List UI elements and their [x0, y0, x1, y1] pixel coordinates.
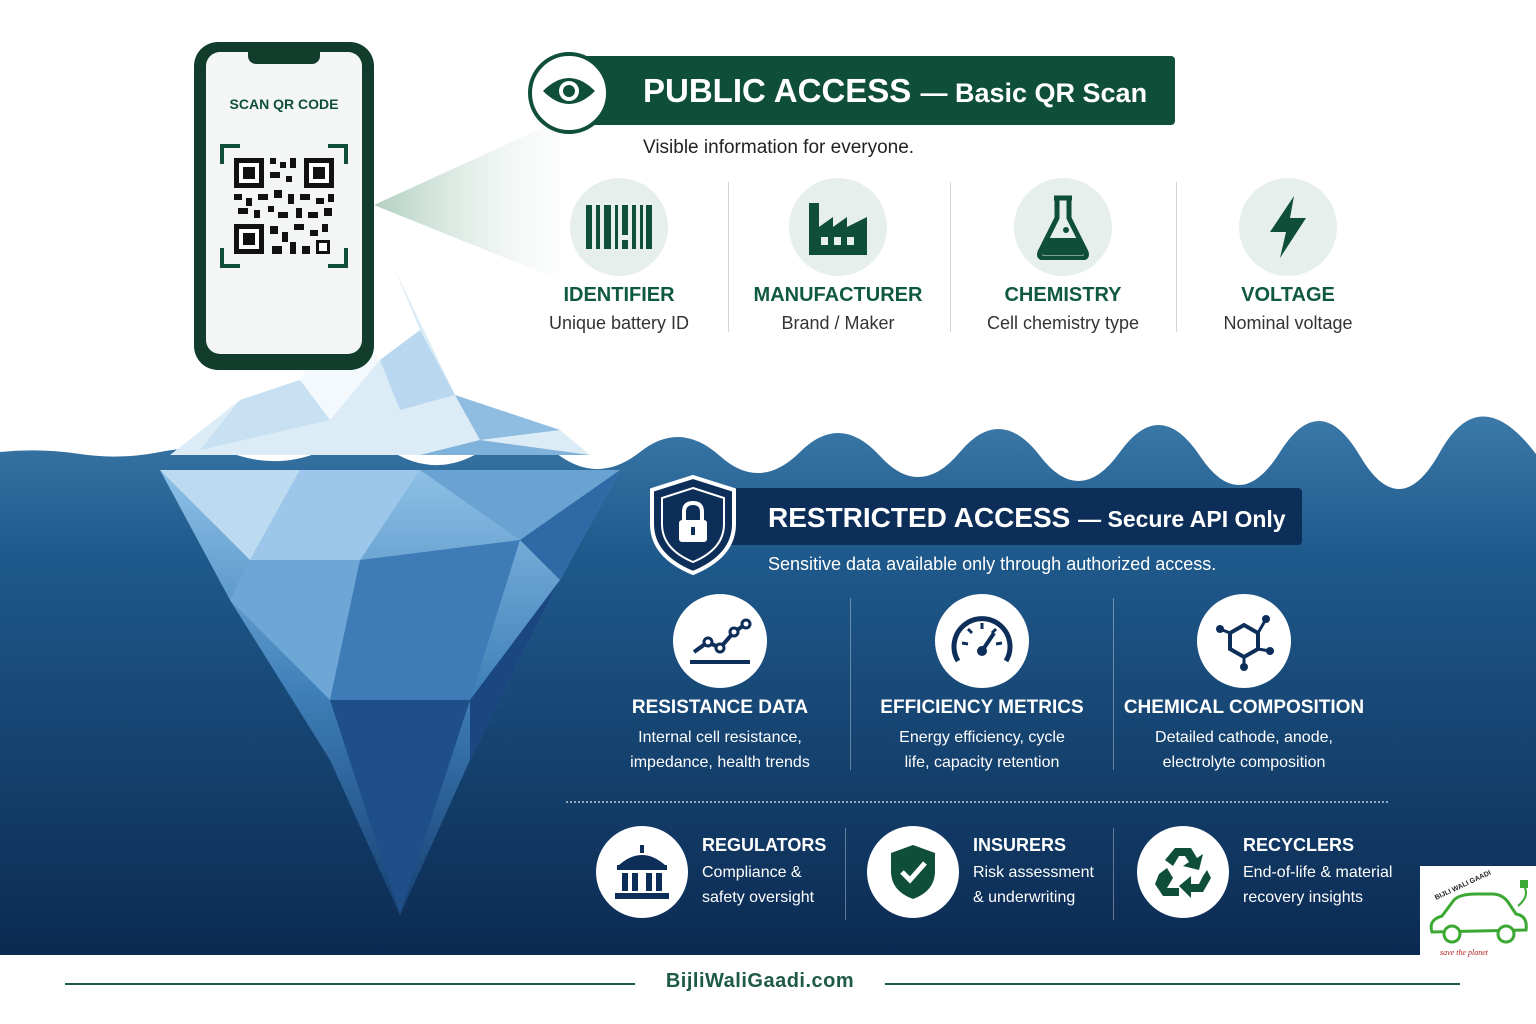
trend-chart-icon [673, 594, 767, 688]
restricted-item-desc: Energy efficiency, cycle life, capacity … [857, 725, 1107, 775]
stakeholder-title: INSURERS [973, 834, 1067, 855]
divider [728, 182, 729, 332]
phone-notch [248, 52, 320, 64]
iceberg-underwater [160, 470, 620, 915]
stakeholder-title: RECYCLERS [1243, 834, 1355, 855]
stakeholder-title: REGULATORS [702, 834, 827, 855]
public-access-title: PUBLIC ACCESS — Basic QR Scan [643, 66, 1147, 118]
electric-car-icon: BIJLI WALI GAADI save the planet [1429, 870, 1528, 957]
public-item-desc: Brand / Maker [781, 313, 895, 333]
government-building-icon [596, 826, 688, 918]
recycle-icon [1137, 826, 1229, 918]
stakeholder-regulators: REGULATORS Compliance & safety oversight [596, 826, 826, 918]
lightning-icon [1239, 178, 1337, 276]
desc-line: Compliance & [702, 863, 802, 881]
restricted-item-desc: Internal cell resistance, impedance, hea… [595, 725, 845, 775]
public-item-title: CHEMISTRY [1004, 284, 1122, 306]
shield-check-icon [867, 826, 959, 918]
stakeholder-insurers: INSURERS Risk assessment & underwriting [867, 826, 1094, 918]
public-access-description: Visible information for everyone. [643, 137, 915, 158]
brand-logo: BIJLI WALI GAADI save the planet [1420, 866, 1536, 962]
restricted-item-title: EFFICIENCY METRICS [880, 697, 1084, 718]
desc-line: electrolyte composition [1162, 754, 1326, 771]
restricted-item-title: RESISTANCE DATA [631, 697, 809, 718]
qr-code-icon [220, 144, 348, 268]
desc-line: & underwriting [973, 888, 1076, 906]
public-access-badge [528, 52, 610, 134]
public-item-chemistry: CHEMISTRY Cell chemistry type [958, 178, 1168, 334]
public-item-desc: Unique battery ID [548, 313, 690, 333]
divider [1176, 182, 1177, 332]
public-access-heading: PUBLIC ACCESS [643, 72, 912, 109]
molecule-icon [1197, 594, 1291, 688]
factory-icon [789, 178, 887, 276]
stakeholder-text: REGULATORS Compliance & safety oversight [702, 835, 826, 910]
public-access-subtitle: — Basic QR Scan [920, 78, 1148, 108]
footer-rule-right [885, 983, 1460, 985]
phone-screen [206, 52, 362, 354]
desc-line: Detailed cathode, anode, [1155, 729, 1333, 746]
public-item-desc: Cell chemistry type [986, 313, 1140, 333]
desc-line: Risk assessment [973, 863, 1094, 881]
restricted-item-desc: Detailed cathode, anode, electrolyte com… [1119, 725, 1369, 775]
restricted-item-efficiency: EFFICIENCY METRICS Energy efficiency, cy… [857, 594, 1107, 775]
public-item-title: VOLTAGE [1241, 284, 1335, 306]
public-item-title: MANUFACTURER [753, 284, 923, 306]
restricted-access-heading: RESTRICTED ACCESS [768, 502, 1071, 533]
shield-lock-icon [650, 474, 736, 576]
footer-site-link[interactable]: BijliWaliGaadi.com [665, 970, 855, 992]
barcode-icon [570, 178, 668, 276]
divider [845, 828, 846, 920]
divider [850, 598, 851, 770]
public-item-title: IDENTIFIER [563, 284, 675, 306]
restricted-access-subtitle: — Secure API Only [1078, 506, 1286, 532]
public-item-voltage: VOLTAGE Nominal voltage [1183, 178, 1393, 334]
divider [950, 182, 951, 332]
stakeholder-text: RECYCLERS End-of-life & material recover… [1243, 835, 1392, 910]
scan-beam [374, 120, 560, 280]
logo-name: BIJLI WALI GAADI [1434, 870, 1492, 902]
public-item-identifier: IDENTIFIER Unique battery ID [514, 178, 724, 334]
restricted-access-title: RESTRICTED ACCESS — Secure API Only [768, 498, 1286, 539]
stakeholder-desc: Risk assessment & underwriting [973, 860, 1094, 910]
divider [1113, 828, 1114, 920]
public-item-manufacturer: MANUFACTURER Brand / Maker [733, 178, 943, 334]
stakeholder-text: INSURERS Risk assessment & underwriting [973, 835, 1094, 910]
public-item-desc: Nominal voltage [1223, 313, 1353, 333]
desc-line: life, capacity retention [904, 754, 1060, 771]
restricted-access-banner [700, 488, 1302, 545]
restricted-item-resistance: RESISTANCE DATA Internal cell resistance… [595, 594, 845, 775]
stakeholder-desc: End-of-life & material recovery insights [1243, 860, 1392, 910]
dotted-separator [566, 801, 1388, 803]
eye-icon [543, 78, 595, 104]
desc-line: Energy efficiency, cycle [899, 729, 1065, 746]
desc-line: impedance, health trends [630, 754, 810, 771]
footer-rule-left [65, 983, 635, 985]
stakeholder-recyclers: RECYCLERS End-of-life & material recover… [1137, 826, 1392, 918]
desc-line: recovery insights [1243, 888, 1364, 906]
restricted-item-composition: CHEMICAL COMPOSITION Detailed cathode, a… [1119, 594, 1369, 775]
desc-line: End-of-life & material [1243, 863, 1393, 881]
divider [1113, 598, 1114, 770]
stakeholder-desc: Compliance & safety oversight [702, 860, 826, 910]
logo-tagline: save the planet [1440, 948, 1489, 957]
scan-qr-label: SCAN QR CODE [229, 96, 339, 112]
desc-line: Internal cell resistance, [638, 729, 802, 746]
restricted-item-title: CHEMICAL COMPOSITION [1123, 697, 1365, 718]
flask-icon [1014, 178, 1112, 276]
gauge-icon [935, 594, 1029, 688]
desc-line: safety oversight [702, 888, 815, 906]
public-access-banner [560, 56, 1175, 125]
restricted-access-description: Sensitive data available only through au… [768, 554, 1217, 574]
